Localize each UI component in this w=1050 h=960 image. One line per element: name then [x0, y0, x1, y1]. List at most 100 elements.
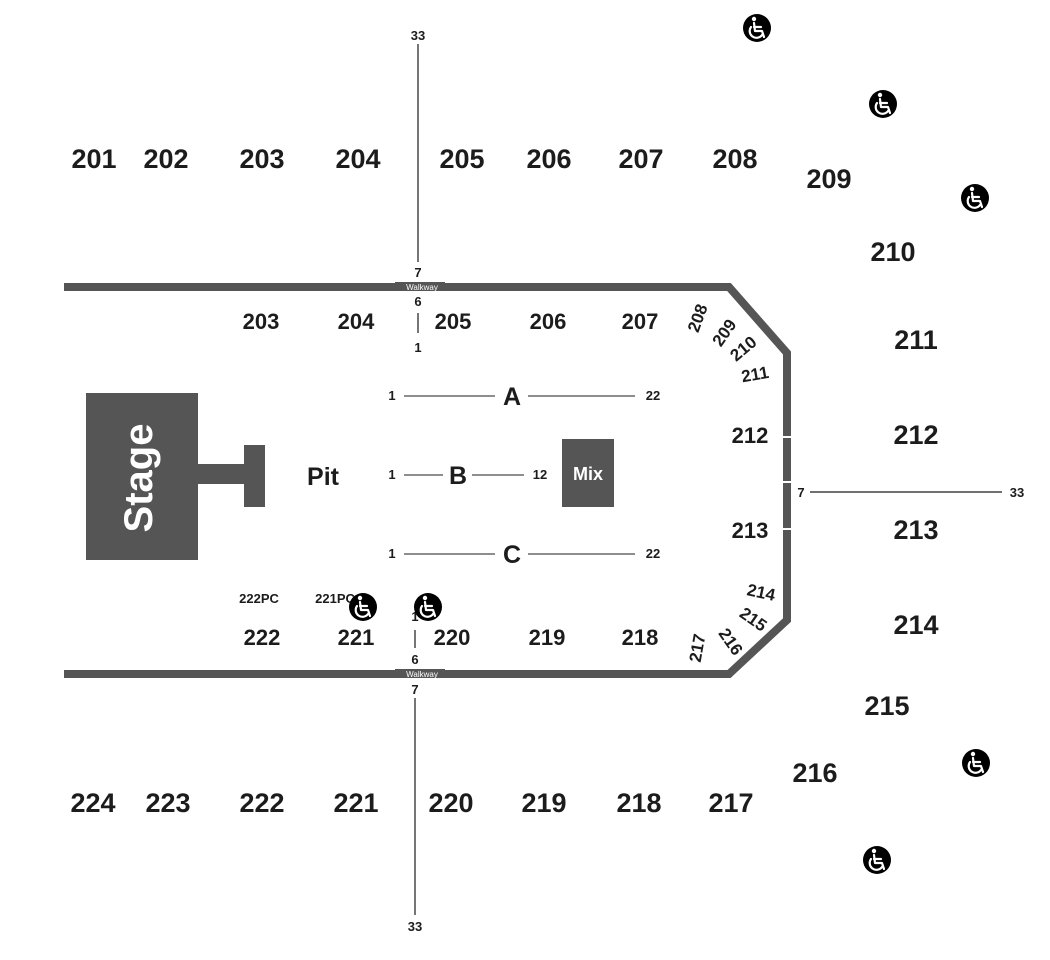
- section-upper[interactable]: 219: [521, 788, 566, 818]
- walkway-top: [395, 282, 445, 291]
- section-floor[interactable]: 221: [338, 625, 375, 650]
- stage-block: [86, 393, 198, 560]
- marker-bottom-inner: 6: [411, 652, 418, 667]
- section-upper[interactable]: 204: [335, 144, 380, 174]
- upper-sections-top: 201 202 203 204 205 206 207 208 209 210: [71, 144, 915, 267]
- section-floor[interactable]: 215: [736, 604, 770, 636]
- floor-sections-right: 212 213: [732, 423, 769, 543]
- walkway-top-label: Walkway: [406, 283, 438, 292]
- section-floor[interactable]: 218: [622, 625, 659, 650]
- wheelchair-icon: [412, 591, 444, 623]
- row-a[interactable]: 1 A 22: [388, 383, 660, 411]
- section-upper[interactable]: 223: [145, 788, 190, 818]
- section-upper[interactable]: 222: [239, 788, 284, 818]
- marker-bottom-first: 1: [411, 609, 418, 624]
- section-upper[interactable]: 210: [870, 237, 915, 267]
- mix-block: [562, 439, 614, 507]
- floor-sections-top: 203 204 205 206 207: [243, 309, 659, 334]
- section-upper[interactable]: 221: [333, 788, 378, 818]
- wheelchair-icon: [867, 88, 899, 120]
- section-upper[interactable]: 201: [71, 144, 116, 174]
- upper-sections-right: 211 212 213 214 215 216: [792, 325, 938, 788]
- wheelchair-icon: [741, 12, 773, 44]
- section-upper[interactable]: 220: [428, 788, 473, 818]
- section-upper[interactable]: 218: [616, 788, 661, 818]
- marker-top-first: 1: [414, 340, 421, 355]
- section-upper[interactable]: 213: [893, 515, 938, 545]
- floor-boundary: [64, 283, 791, 678]
- row-a-last-seat: 22: [646, 388, 660, 403]
- walkway-bottom-label: Walkway: [406, 670, 438, 679]
- row-c-label: C: [503, 541, 521, 569]
- section-upper[interactable]: 224: [70, 788, 115, 818]
- section-upper[interactable]: 211: [894, 325, 938, 355]
- marker-right-end: 33: [1010, 485, 1024, 500]
- section-floor[interactable]: 212: [732, 423, 769, 448]
- stage: Stage: [86, 393, 265, 560]
- marker-bottom-end: 33: [408, 919, 422, 934]
- section-upper[interactable]: 206: [526, 144, 571, 174]
- section-floor[interactable]: 213: [732, 518, 769, 543]
- marker-top-near: 7: [414, 265, 421, 280]
- row-b-first-seat: 1: [388, 467, 395, 482]
- row-c-first-seat: 1: [388, 546, 395, 561]
- row-c-last-seat: 22: [646, 546, 660, 561]
- pc-label: 221PC: [315, 591, 355, 606]
- section-upper[interactable]: 205: [439, 144, 484, 174]
- section-floor[interactable]: 204: [338, 309, 375, 334]
- row-b-label: B: [449, 462, 467, 490]
- stage-runway: [198, 464, 244, 484]
- mix-position: Mix: [562, 439, 614, 507]
- walkway-aisles: Walkway Walkway: [395, 282, 445, 679]
- wheelchair-icon: [347, 591, 379, 623]
- aisle-lines: [414, 44, 1002, 915]
- section-floor[interactable]: 206: [530, 309, 567, 334]
- section-floor[interactable]: 211: [740, 363, 770, 386]
- walkway-bottom: [395, 669, 445, 678]
- wheelchair-icon: [960, 747, 992, 779]
- section-floor[interactable]: 207: [622, 309, 659, 334]
- wheelchair-icon: [959, 182, 991, 214]
- section-floor[interactable]: 219: [529, 625, 566, 650]
- upper-sections-bottom: 224 223 222 221 220 219 218 217: [70, 788, 753, 818]
- wheelchair-icon: [861, 844, 893, 876]
- section-floor[interactable]: 203: [243, 309, 280, 334]
- section-upper[interactable]: 212: [893, 420, 938, 450]
- mix-label: Mix: [573, 464, 603, 484]
- section-upper[interactable]: 215: [864, 691, 909, 721]
- marker-bottom-near: 7: [411, 682, 418, 697]
- section-upper[interactable]: 203: [239, 144, 284, 174]
- section-floor[interactable]: 222: [244, 625, 281, 650]
- stage-runway-end: [244, 445, 265, 507]
- row-a-label: A: [503, 383, 521, 411]
- section-floor[interactable]: 216: [715, 625, 747, 659]
- floor-outline: [64, 283, 791, 678]
- section-floor[interactable]: 214: [745, 580, 777, 605]
- section-floor[interactable]: 205: [435, 309, 472, 334]
- section-upper[interactable]: 217: [708, 788, 753, 818]
- section-upper[interactable]: 208: [712, 144, 757, 174]
- section-upper[interactable]: 207: [618, 144, 663, 174]
- row-b[interactable]: 1 B 12: [388, 462, 547, 490]
- section-floor[interactable]: 220: [434, 625, 471, 650]
- marker-top-inner: 6: [414, 294, 421, 309]
- floor-sections-bottom: 222 221 220 219 218: [244, 625, 659, 650]
- row-c[interactable]: 1 C 22: [388, 541, 660, 569]
- row-a-first-seat: 1: [388, 388, 395, 403]
- pc-label: 222PC: [239, 591, 279, 606]
- section-upper[interactable]: 209: [806, 164, 851, 194]
- marker-top-end: 33: [411, 28, 425, 43]
- section-upper[interactable]: 216: [792, 758, 837, 788]
- pit-label[interactable]: Pit: [307, 463, 340, 491]
- marker-right-near: 7: [797, 485, 804, 500]
- floor-sections-corner-bottom: 214 215 216 217: [686, 580, 778, 663]
- section-floor[interactable]: 217: [686, 632, 710, 663]
- section-upper[interactable]: 202: [143, 144, 188, 174]
- stage-label: Stage: [117, 424, 161, 533]
- tunnel-markers: [782, 436, 792, 530]
- row-b-last-seat: 12: [533, 467, 547, 482]
- section-upper[interactable]: 214: [893, 610, 938, 640]
- section-floor[interactable]: 208: [684, 302, 712, 335]
